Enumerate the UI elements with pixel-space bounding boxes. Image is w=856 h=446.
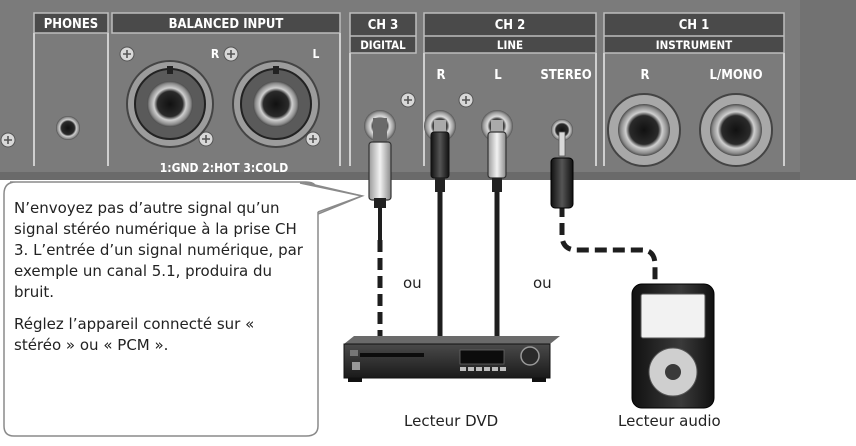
phones-label: PHONES [44,17,99,32]
ch1-lmono-jack [699,93,773,167]
callout-text: N’envoyez pas d’autre signal qu’un signa… [14,198,306,367]
or-label-right: ou [533,274,552,292]
ch2-r-label: R [436,68,445,83]
plug-ch3-digital [368,118,392,208]
plug-stereo-mini [550,131,574,209]
ch1-r-label: R [640,68,649,83]
ch1-title: CH 1 [679,18,710,33]
ch1-sub: INSTRUMENT [656,38,732,52]
balanced-input-label: BALANCED INPUT [169,17,284,32]
xlr-combo-jack-r [126,60,214,148]
ch2-title: CH 2 [495,18,526,33]
balanced-l-label: L [313,47,320,61]
screw-icon [458,92,474,108]
or-label-left: ou [403,274,422,292]
ch1-lmono-label: L/MONO [709,68,762,83]
screw-icon [198,131,214,147]
ch2-stereo-minijack [551,119,573,141]
screw-icon [223,46,239,62]
screw-icon [305,131,321,147]
screw-icon [400,92,416,108]
ch2-sub: LINE [497,38,523,52]
panel-screws [0,46,474,148]
screw-icon [119,46,135,62]
xlr-combo-jack-l [232,60,320,148]
balanced-r-label: R [211,47,220,61]
plug-ch2-l [487,120,507,192]
ch3-sub: DIGITAL [360,38,406,52]
cables [377,190,658,344]
pin-legend: 1:GND 2:HOT 3:COLD [160,161,288,175]
ch3-title: CH 3 [368,18,399,33]
ch2-l-label: L [494,68,502,83]
phones-jack [56,116,80,140]
audio-player-caption: Lecteur audio [618,412,721,430]
dvd-player-icon [343,336,560,382]
audio-player-icon [631,283,715,409]
dvd-player-caption: Lecteur DVD [404,412,499,430]
ch1-r-jack [607,93,681,167]
callout-warning-text: N’envoyez pas d’autre signal qu’un signa… [14,199,303,301]
ch2-stereo-label: STEREO [540,68,591,83]
screw-icon [0,132,16,148]
callout-setting-text: Réglez l’appareil connecté sur « stéréo … [14,315,255,354]
plug-ch2-r [430,120,450,192]
